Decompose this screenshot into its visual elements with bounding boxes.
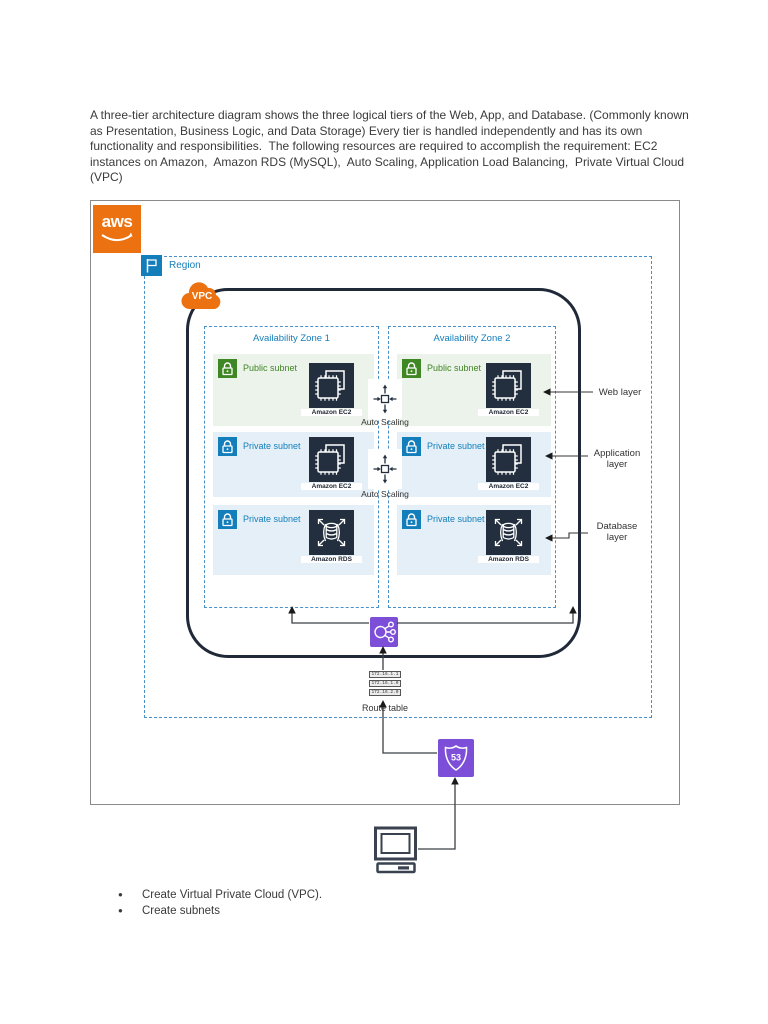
database-layer-label: Database layer [596, 521, 638, 543]
auto-scaling-icon [368, 449, 402, 489]
list-item: Create Virtual Private Cloud (VPC). [118, 889, 322, 901]
ec2-label: Amazon EC2 [301, 483, 362, 490]
public-subnet-lock-icon [218, 359, 237, 378]
application-layer-label: Application layer [593, 448, 641, 470]
public-subnet-lock-icon [402, 359, 421, 378]
ec2-label: Amazon EC2 [301, 409, 362, 416]
az2-label: Availability Zone 2 [433, 333, 511, 344]
auto-scaling-icon [368, 379, 402, 419]
az2-private-subnet-db: Private subnet Amazon RDS [397, 505, 551, 575]
route-table-label: Route table [361, 703, 409, 713]
rds-icon: Amazon RDS [301, 510, 362, 563]
private-subnet-label: Private subnet [427, 441, 485, 451]
route-table-row: 172.16.2.0 [369, 689, 401, 696]
architecture-diagram: aws Region VPC Availability Zone 1 [90, 200, 680, 805]
rds-label: Amazon RDS [478, 556, 539, 563]
route-table-row: 172.16.1.0 [369, 680, 401, 687]
private-subnet-label: Private subnet [243, 441, 301, 451]
ec2-label: Amazon EC2 [478, 483, 539, 490]
private-subnet-lock-icon [402, 510, 421, 529]
load-balancer-icon [370, 617, 398, 647]
public-subnet-label: Public subnet [243, 363, 298, 373]
az1-private-subnet-db: Private subnet Amazon RDS [213, 505, 374, 575]
az2-private-subnet-app: Private subnet Amazon EC2 [397, 432, 551, 497]
ec2-icon: Amazon EC2 [301, 363, 362, 416]
intro-paragraph: A three-tier architecture diagram shows … [90, 108, 693, 184]
ec2-icon: Amazon EC2 [478, 363, 539, 416]
route-table-row: 172.16.1.1 [369, 671, 401, 678]
list-item: Create subnets [118, 905, 322, 917]
private-subnet-label: Private subnet [427, 514, 485, 524]
ec2-icon: Amazon EC2 [301, 437, 362, 490]
az1-public-subnet: Public subnet Amazon EC2 [213, 354, 374, 426]
private-subnet-lock-icon [218, 510, 237, 529]
route53-icon: 53 [438, 739, 474, 777]
az1-label: Availability Zone 1 [253, 333, 330, 344]
route53-badge-text: 53 [451, 753, 461, 763]
auto-scaling-label: Auto Scaling [361, 417, 409, 427]
availability-zone-1: Availability Zone 1 Public subnet Amazon… [204, 326, 379, 608]
region-label: Region [169, 260, 201, 271]
route-table-icon: 172.16.1.1 172.16.1.0 172.16.2.0 [369, 671, 401, 698]
private-subnet-lock-icon [218, 437, 237, 456]
private-subnet-lock-icon [402, 437, 421, 456]
availability-zone-2: Availability Zone 2 Public subnet Amazon… [388, 326, 556, 608]
auto-scaling-label: Auto Scaling [361, 489, 409, 499]
rds-label: Amazon RDS [301, 556, 362, 563]
region-flag-icon [141, 255, 162, 276]
client-computer-icon [373, 826, 419, 874]
az2-public-subnet: Public subnet Amazon EC2 [397, 354, 551, 426]
aws-smile-icon [101, 232, 133, 242]
vpc-label: VPC [191, 291, 213, 302]
rds-icon: Amazon RDS [478, 510, 539, 563]
az1-private-subnet-app: Private subnet Amazon EC2 [213, 432, 374, 497]
public-subnet-label: Public subnet [427, 363, 482, 373]
vpc-cloud-icon: VPC [181, 280, 227, 312]
ec2-label: Amazon EC2 [478, 409, 539, 416]
action-items-list: Create Virtual Private Cloud (VPC). Crea… [118, 889, 322, 921]
web-layer-label: Web layer [598, 387, 642, 398]
ec2-icon: Amazon EC2 [478, 437, 539, 490]
aws-logo-text: aws [101, 212, 133, 231]
private-subnet-label: Private subnet [243, 514, 301, 524]
aws-logo: aws [93, 205, 141, 253]
